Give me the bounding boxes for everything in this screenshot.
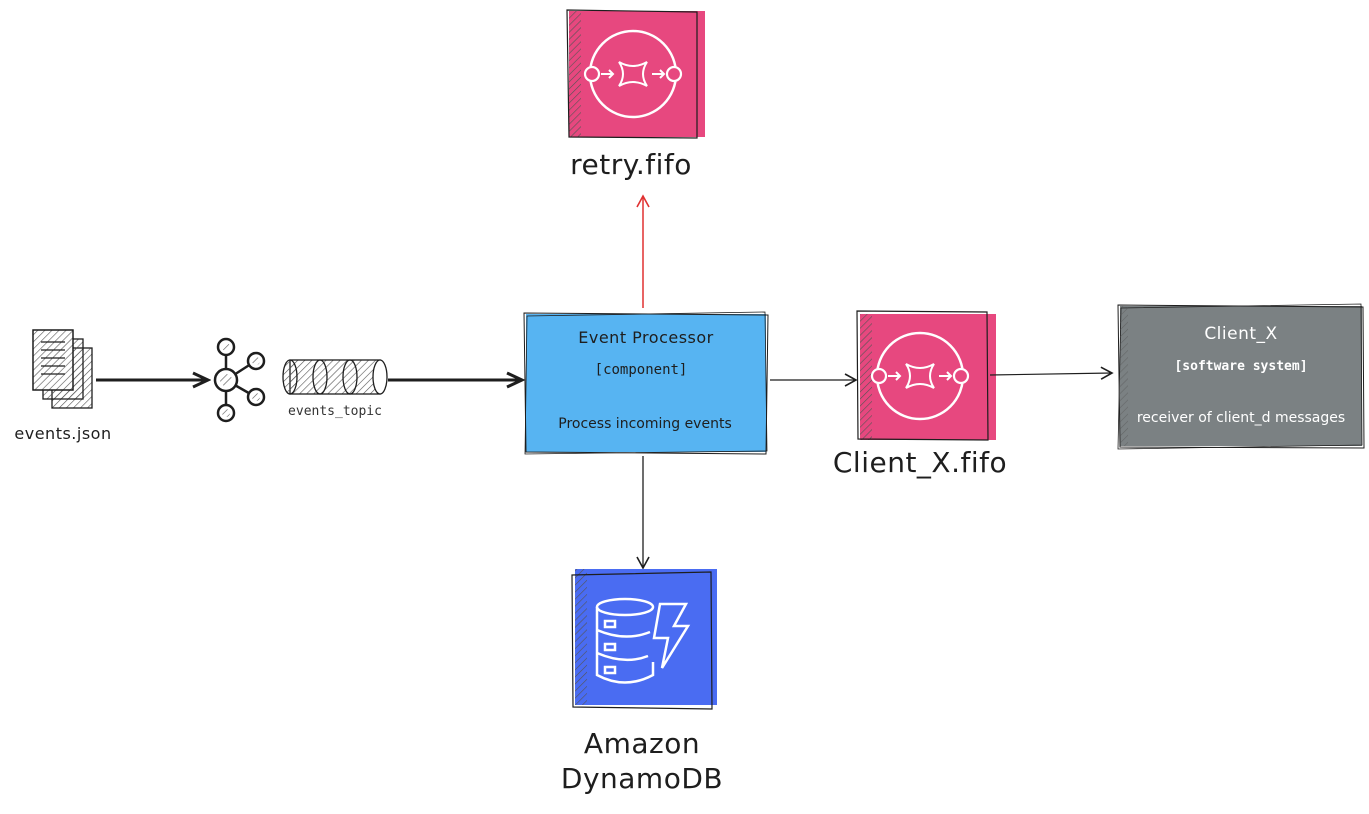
client-system-description: receiver of client_d messages xyxy=(1136,410,1346,426)
client-system-title: Client_X xyxy=(1204,324,1278,344)
dynamodb-icon xyxy=(571,569,717,710)
sqs-queue-icon xyxy=(856,310,996,441)
events-topic-label: events_topic xyxy=(288,404,382,419)
kafka-icon xyxy=(213,337,266,423)
dynamodb-label-line2: DynamoDB xyxy=(560,762,724,795)
topic-cylinder-icon xyxy=(282,359,388,395)
sqs-queue-icon xyxy=(566,9,705,139)
client-system-type: [software system] xyxy=(1174,359,1308,374)
event-processor-box xyxy=(523,311,769,455)
documents-icon xyxy=(32,329,93,409)
client-system-box xyxy=(1117,303,1365,450)
dynamodb-label-line1: Amazon xyxy=(583,727,701,760)
event-processor-title: Event Processor xyxy=(578,328,714,347)
edge-client-queue-to-client xyxy=(989,366,1114,380)
events-json-label: events.json xyxy=(14,424,112,443)
client-queue-label: Client_X.fifo xyxy=(832,446,1008,479)
event-processor-type: [component] xyxy=(594,362,688,378)
event-processor-description: Process incoming events xyxy=(558,416,732,432)
retry-queue-label: retry.fifo xyxy=(570,148,692,181)
